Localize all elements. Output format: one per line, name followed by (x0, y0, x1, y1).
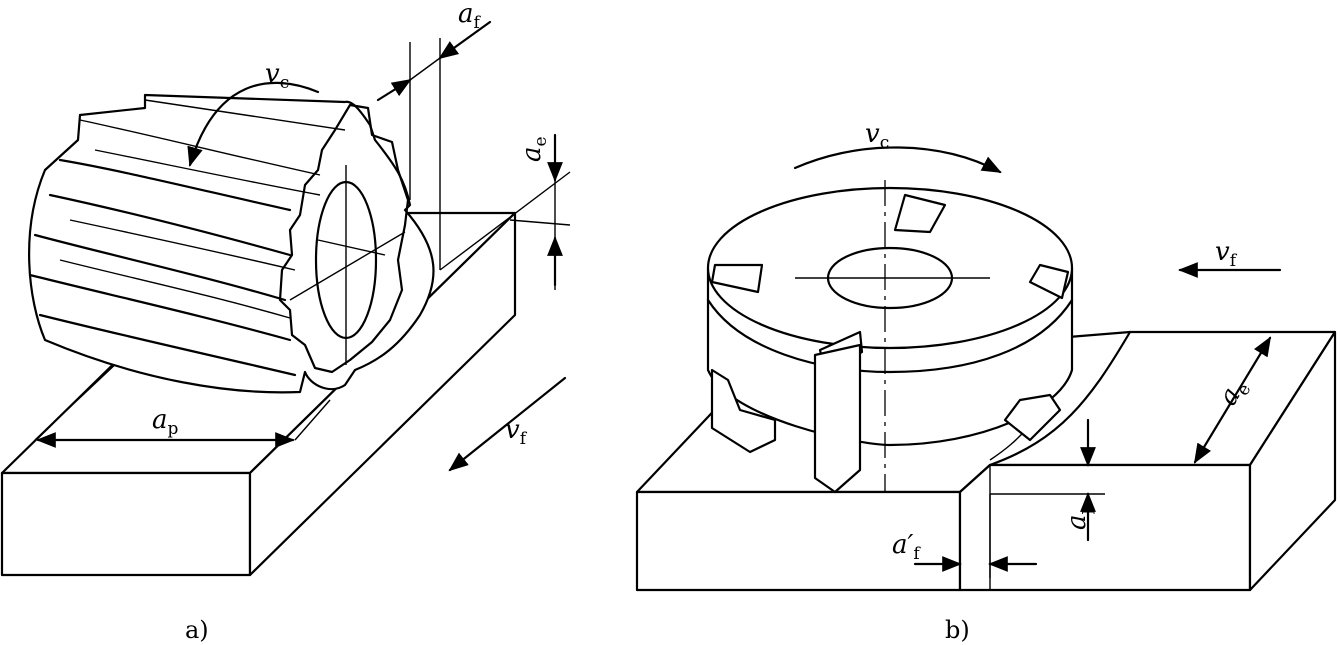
label-vf-a: vf (505, 415, 528, 449)
label-ap-a: ap (152, 405, 179, 439)
figure-a: vc af ae ap vf a) (0, 0, 571, 644)
label-af-prime-b: a′f (892, 530, 921, 564)
label-ae-a: ae (517, 136, 551, 162)
helical-cutter (28, 93, 435, 394)
caption-b: b) (945, 616, 970, 644)
figure-b: vc vf ae ap a′f b) (635, 119, 1337, 644)
face-cutter (706, 180, 1074, 494)
label-vc-b: vc (865, 119, 889, 153)
label-vc-a: vc (265, 59, 289, 93)
caption-a: a) (185, 616, 209, 644)
label-ap-b: ap (1062, 503, 1096, 530)
label-vf-b: vf (1215, 237, 1238, 271)
label-af-a: af (458, 0, 482, 33)
